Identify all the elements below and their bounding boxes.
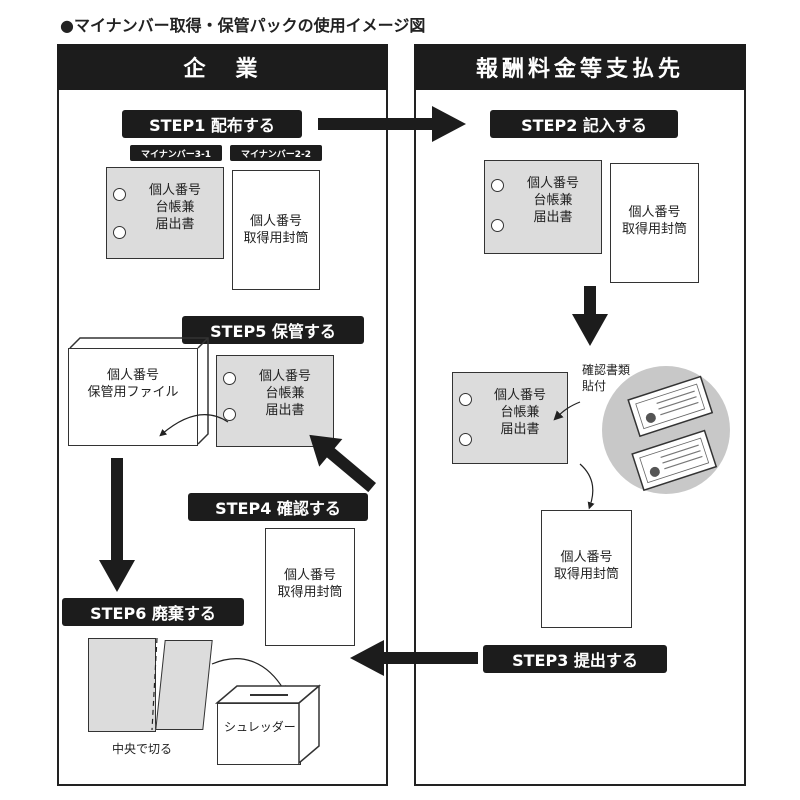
card-text: 個人番号台帳兼届出書 [148,183,201,232]
envelope-text: 個人番号取得用封筒 [277,568,343,600]
step1-label: STEP1 配布する [122,110,302,138]
page-title: ●マイナンバー取得・保管パックの使用イメージ図 [60,16,426,35]
envelope-text: 個人番号取得用封筒 [621,205,687,237]
arrow-diagonal-icon [309,434,377,493]
file-3d-edge [69,337,209,445]
cut-line [151,637,158,731]
envelope-step3: 個人番号取得用封筒 [541,510,632,628]
step6-label: STEP6 廃棄する [62,598,244,626]
company-panel-header: 企 業 [57,44,388,90]
arrow-right-icon [318,106,466,142]
punch-hole-icon [113,226,126,239]
card-text: 個人番号台帳兼届出書 [526,176,579,225]
step2-label: STEP2 記入する [490,110,678,138]
register-card-step2: 個人番号台帳兼届出書 [484,160,602,254]
punch-hole-icon [223,408,236,421]
punch-hole-icon [459,393,472,406]
shredder-label: シュレッダー [224,720,296,734]
step5-label: STEP5 保管する [182,316,364,344]
punch-hole-icon [491,219,504,232]
shredder-icon [214,684,322,765]
attach-id-label: 確認書類貼付 [582,363,631,393]
arrow-down-icon [99,458,135,592]
step3-label: STEP3 提出する [483,645,667,673]
punch-hole-icon [459,433,472,446]
curved-arrow-icon [211,658,286,694]
punch-hole-icon [491,179,504,192]
shredder-box: シュレッダー [217,703,301,765]
cut-center-label: 中央で切る [112,742,173,756]
step4-label: STEP4 確認する [188,493,368,521]
punch-hole-icon [223,372,236,385]
envelope-text: 個人番号取得用封筒 [553,550,619,582]
tag-mynumber-2-2: マイナンバー2-2 [230,145,322,161]
register-card-attached: 個人番号台帳兼届出書 [452,372,568,464]
register-card-step1: 個人番号台帳兼届出書 [106,167,224,259]
register-card-step5: 個人番号台帳兼届出書 [216,355,334,447]
curved-arrow-icon [579,463,595,510]
attach-arrow-icon [553,401,581,421]
envelope-text: 個人番号取得用封筒 [243,214,309,246]
envelope-step2: 個人番号取得用封筒 [610,163,699,283]
curved-arrow-icon [159,414,229,437]
storage-file: 個人番号保管用ファイル [68,348,198,446]
tag-mynumber-3-1: マイナンバー3-1 [130,145,222,161]
arrow-down-icon [572,286,608,346]
id-documents-icon [602,366,730,494]
punch-hole-icon [113,188,126,201]
payee-panel-header: 報酬料金等支払先 [414,44,746,90]
card-text: 個人番号台帳兼届出書 [493,388,546,437]
envelope-step1: 個人番号取得用封筒 [232,170,320,290]
cut-sheet-left [88,638,156,732]
card-text: 個人番号台帳兼届出書 [258,369,311,418]
envelope-step4: 個人番号取得用封筒 [265,528,355,646]
arrow-left-icon [350,640,478,676]
file-text: 個人番号保管用ファイル [87,368,179,400]
